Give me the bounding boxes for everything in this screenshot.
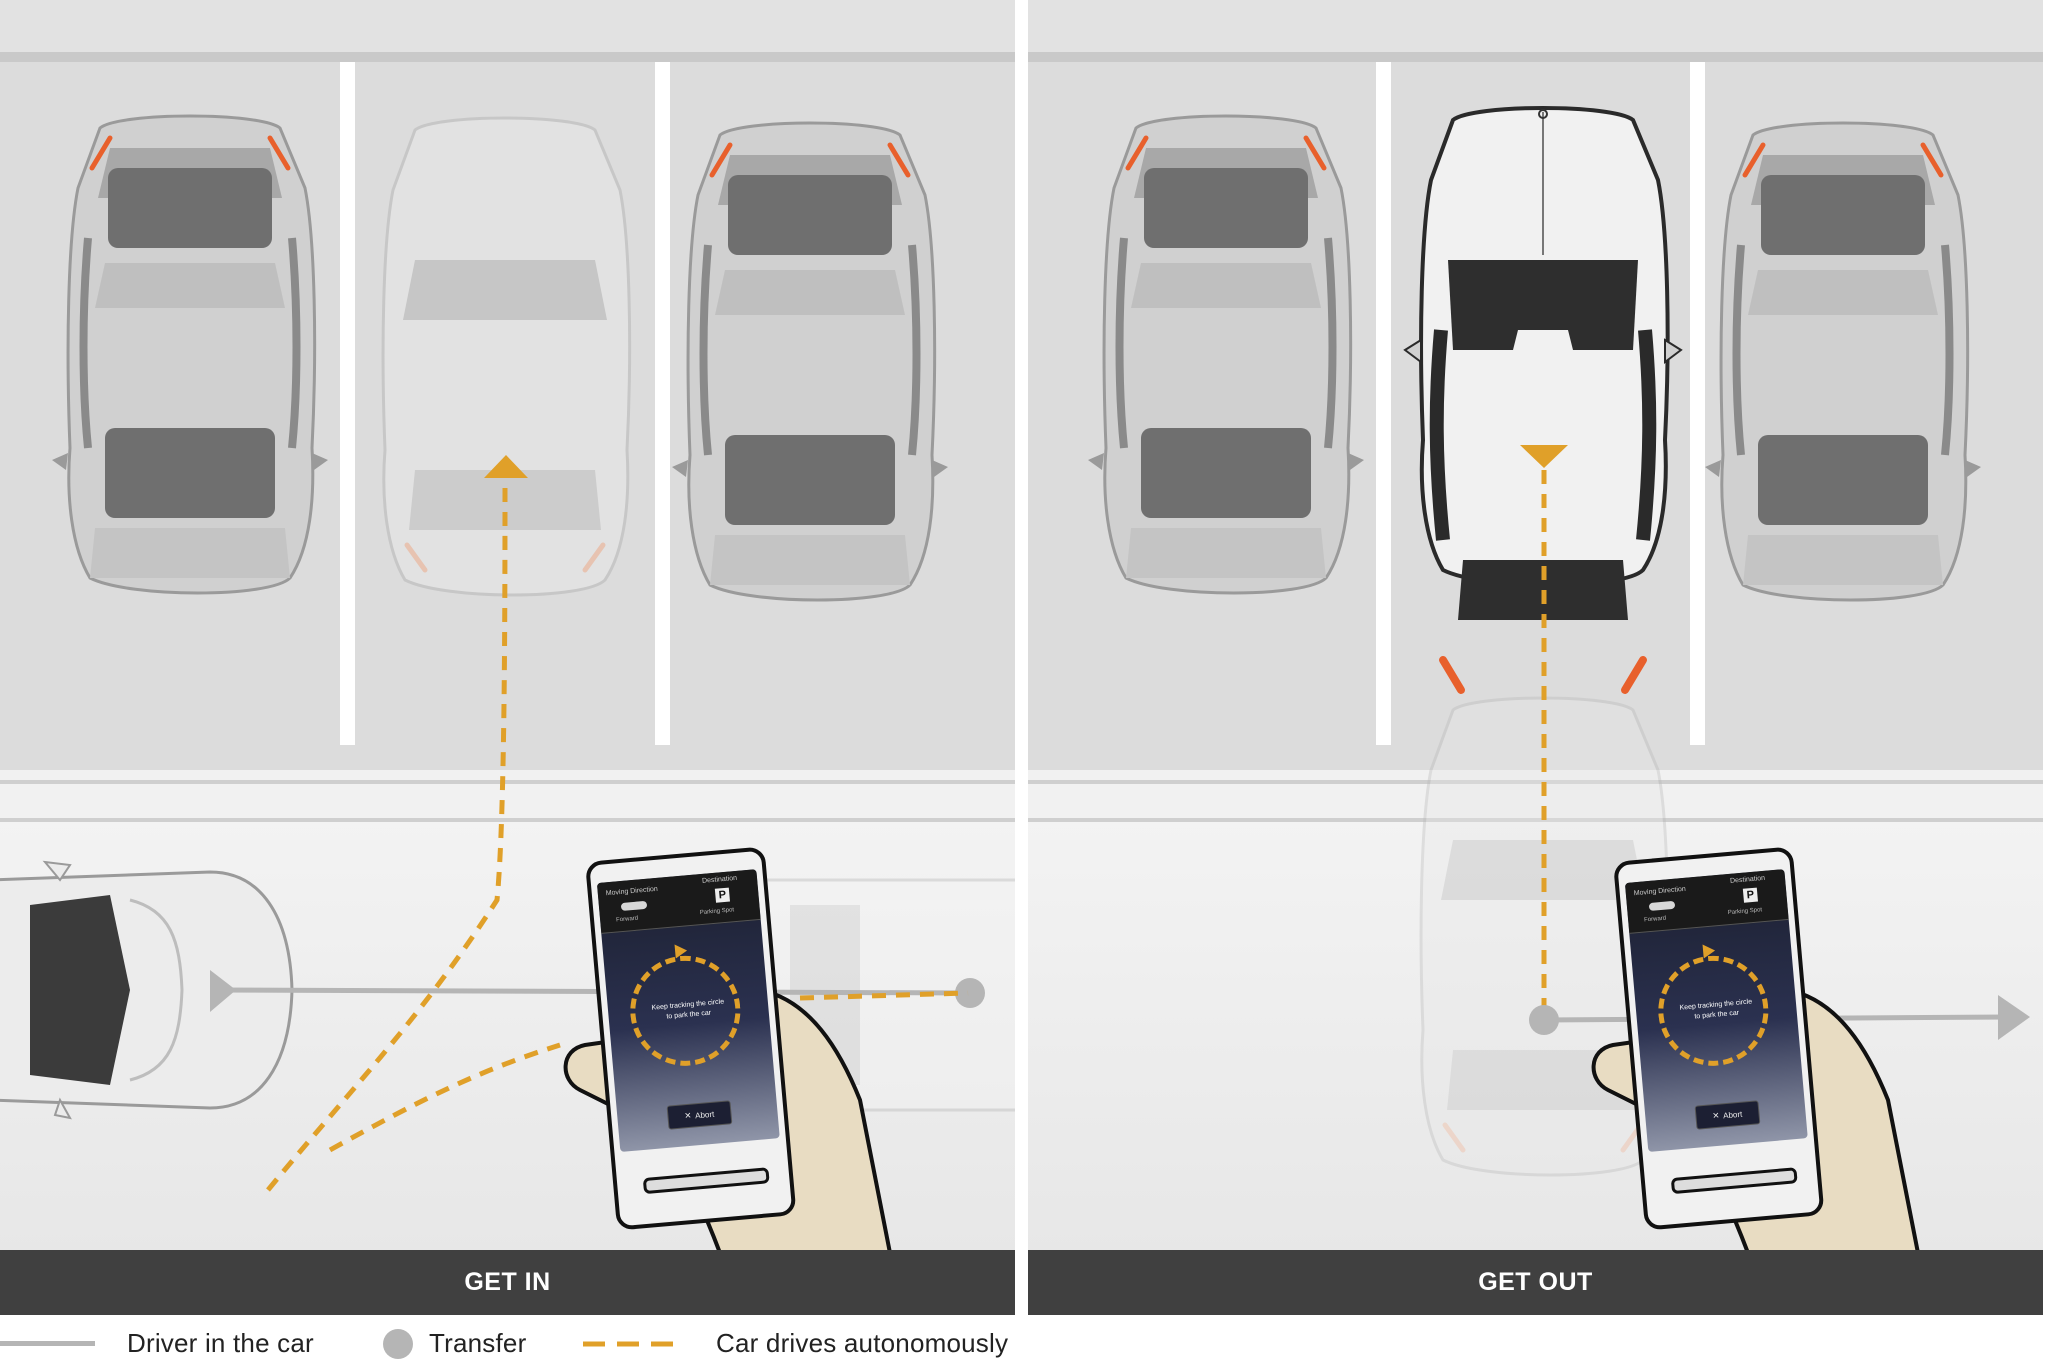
- get-in-panel: Moving Direction Destination P Forward P…: [0, 0, 1015, 1315]
- close-icon: ×: [684, 1109, 692, 1123]
- parking-line: [340, 62, 355, 745]
- get-out-illustration: [1028, 0, 2043, 1255]
- parking-line: [1376, 62, 1391, 745]
- autonomous-arrow-head: [484, 455, 528, 478]
- autonomous-arrow-head: [1520, 445, 1568, 468]
- get-out-panel: Moving Direction Destination P Forward P…: [1028, 0, 2043, 1315]
- get-out-caption: GET OUT: [1028, 1250, 2043, 1315]
- parked-car-left: [1088, 116, 1364, 593]
- parked-car-right: [672, 123, 948, 600]
- autonomous-path-branch: [328, 1042, 561, 1153]
- driver-arrow-start: [210, 970, 236, 1012]
- abort-button[interactable]: × Abort: [666, 1100, 733, 1130]
- legend: Driver in the car Transfer Car drives au…: [0, 1316, 1030, 1371]
- abort-label: Abort: [694, 1109, 715, 1120]
- phone-screen: Moving Direction Destination P Forward P…: [596, 869, 780, 1153]
- driver-arrow-end: [1998, 995, 2030, 1040]
- abort-label: Abort: [1722, 1109, 1743, 1120]
- phone-screen: Moving Direction Destination P Forward P…: [1624, 869, 1808, 1153]
- tracking-circle-arrow-icon: [674, 943, 688, 959]
- legend-item-transfer: Transfer: [383, 1316, 526, 1371]
- parked-car-right: [1705, 123, 1981, 600]
- driver-line-swatch: [0, 1341, 95, 1346]
- autonomous-path-drop: [799, 990, 969, 1001]
- transfer-point: [1529, 1005, 1559, 1035]
- parking-line: [655, 62, 670, 745]
- get-in-illustration: [0, 0, 1015, 1255]
- legend-item-autonomous: Car drives autonomously: [583, 1316, 1008, 1371]
- parking-line: [1690, 62, 1705, 745]
- abort-button[interactable]: × Abort: [1694, 1100, 1761, 1130]
- autonomous-dashed-swatch: [583, 1341, 683, 1346]
- parking-icon: P: [714, 887, 730, 903]
- legend-label-transfer: Transfer: [429, 1328, 527, 1358]
- parking-icon: P: [1742, 887, 1758, 903]
- driver-line: [214, 987, 969, 996]
- driver-car: [0, 860, 294, 1120]
- autonomous-path-in: [266, 469, 508, 1192]
- smartphone: Moving Direction Destination P Forward P…: [585, 846, 797, 1231]
- transfer-dot-swatch: [383, 1328, 413, 1359]
- transfer-point: [955, 978, 985, 1008]
- smartphone: Moving Direction Destination P Forward P…: [1613, 846, 1825, 1231]
- get-in-caption: GET IN: [0, 1250, 1015, 1315]
- legend-item-driver: Driver in the car: [0, 1316, 314, 1371]
- parked-car-left: [52, 116, 328, 593]
- legend-label-autonomous: Car drives autonomously: [716, 1328, 1009, 1358]
- legend-label-driver: Driver in the car: [127, 1328, 314, 1358]
- close-icon: ×: [1712, 1109, 1720, 1123]
- tracking-circle-arrow-icon: [1702, 943, 1716, 959]
